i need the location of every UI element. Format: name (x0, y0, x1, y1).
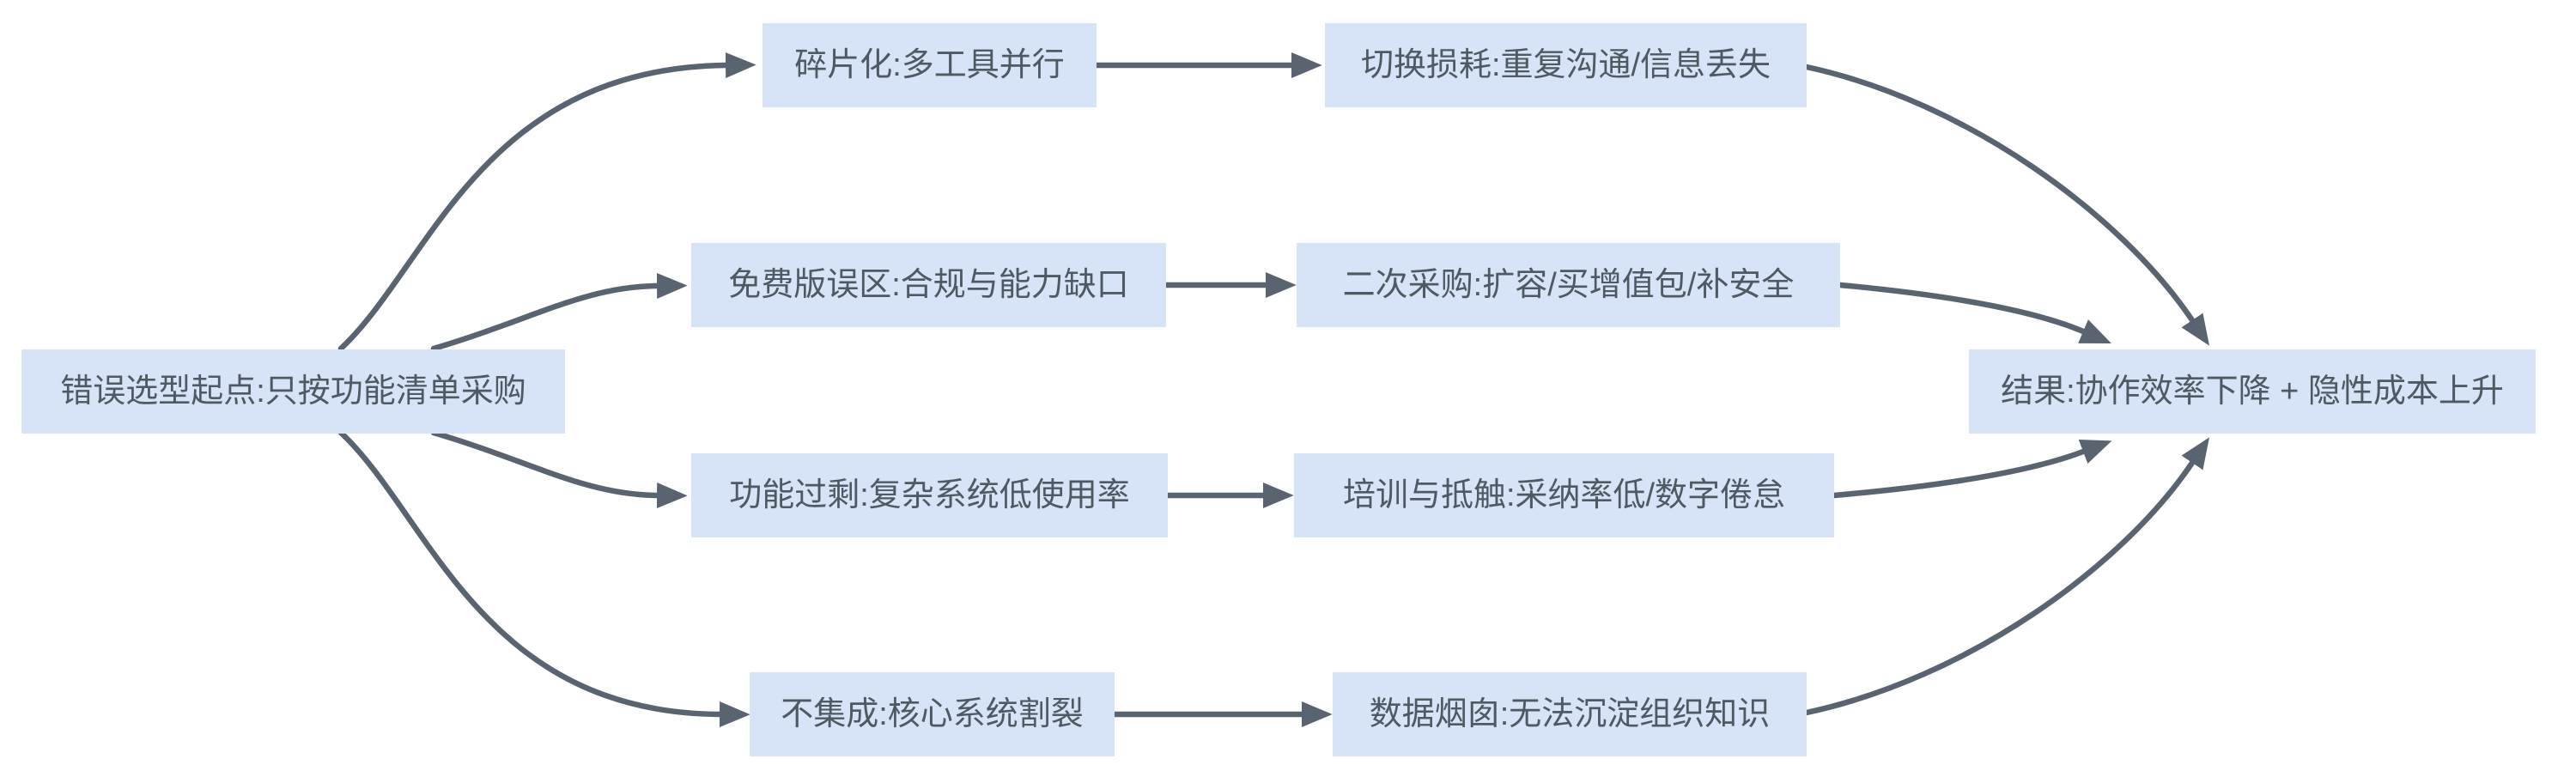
node-result-label: 结果:协作效率下降 + 隐性成本上升 (2001, 373, 2504, 410)
edge-switching-cost-result (1803, 64, 2210, 346)
node-fragmentation-label: 碎片化:多工具并行 (794, 47, 1065, 83)
edge-data-silo-result (1803, 437, 2210, 716)
node-switching-cost: 切换损耗:重复沟通/信息丢失 (1325, 23, 1807, 107)
edge-second-purchase-result (1837, 282, 2111, 343)
node-training-resistance: 培训与抵触:采纳率低/数字倦怠 (1294, 453, 1834, 537)
edge-start-no-integration (337, 429, 750, 728)
node-start: 错误选型起点:只按功能清单采购 (21, 349, 565, 434)
edge-start-feature-overload (430, 429, 688, 509)
node-data-silo: 数据烟囱:无法沉淀组织知识 (1333, 672, 1807, 756)
node-start-label: 错误选型起点:只按功能清单采购 (60, 373, 526, 410)
edge-start-fragmentation (337, 52, 756, 352)
node-switching-cost-label: 切换损耗:重复沟通/信息丢失 (1360, 47, 1771, 83)
node-free-version-trap-label: 免费版误区:合规与能力缺口 (728, 267, 1129, 303)
edge-training-resistance-result (1831, 439, 2112, 499)
node-free-version-trap: 免费版误区:合规与能力缺口 (691, 243, 1166, 327)
node-training-resistance-label: 培训与抵触:采纳率低/数字倦怠 (1342, 477, 1786, 513)
node-fragmentation: 碎片化:多工具并行 (762, 23, 1097, 107)
node-no-integration: 不集成:核心系统割裂 (750, 672, 1115, 756)
node-result: 结果:协作效率下降 + 隐性成本上升 (1969, 349, 2536, 434)
node-no-integration-label: 不集成:核心系统割裂 (781, 696, 1084, 732)
node-second-purchase: 二次采购:扩容/买增值包/补安全 (1297, 243, 1840, 327)
node-second-purchase-label: 二次采购:扩容/买增值包/补安全 (1342, 267, 1795, 303)
node-feature-overload-label: 功能过剩:复杂系统低使用率 (729, 477, 1130, 513)
node-feature-overload: 功能过剩:复杂系统低使用率 (691, 453, 1168, 537)
edge-start-free-version-trap (430, 272, 688, 352)
node-data-silo-label: 数据烟囱:无法沉淀组织知识 (1369, 696, 1771, 732)
